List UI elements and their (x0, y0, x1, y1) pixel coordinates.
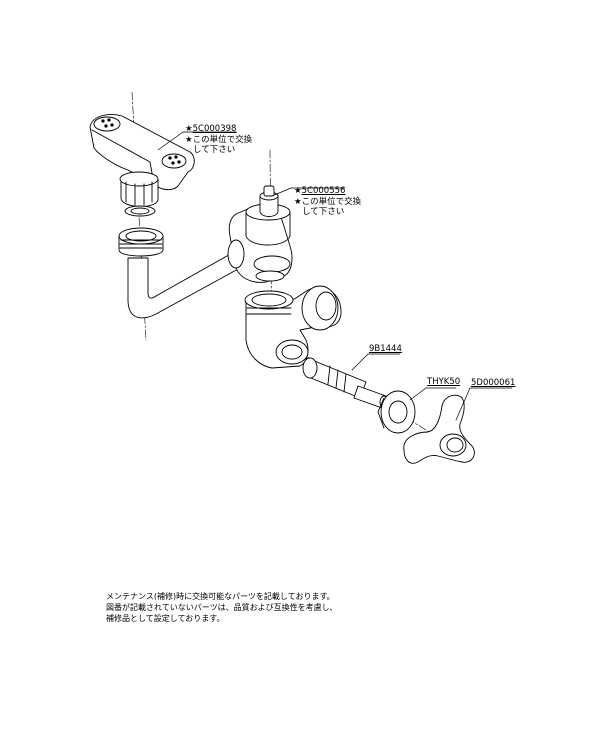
part-code: 5C000556 (301, 186, 346, 196)
note-line: 図番が記載されていないパーツは、品質および互換性を考慮し、 (106, 603, 338, 612)
part-label-5C000398: ★5C000398 (185, 124, 236, 134)
part-note-line1: ★この単位で交換 (185, 135, 253, 145)
part-note-line2: して下さい (302, 207, 345, 217)
note-line: 補修品として設定しております。 (106, 614, 225, 623)
pipe-thread (118, 227, 164, 257)
part-label-5D000061: 5D000061 (471, 378, 516, 388)
bent-pipe (127, 251, 241, 319)
note-line: メンテナンス(補修)時に交換可能なパーツを記載しております。 (106, 592, 335, 601)
maintenance-note: メンテナンス(補修)時に交換可能なパーツを記載しております。 図番が記載されてい… (106, 591, 338, 624)
valve-body-part (227, 185, 293, 283)
part-code: 5C000398 (192, 124, 237, 134)
wall-elbow-fitting (244, 285, 342, 369)
leader-lines (157, 131, 513, 421)
part-label-5C000556: ★5C000556 (294, 186, 345, 196)
spout-nut (119, 171, 159, 217)
part-note-line2: して下さい (193, 145, 236, 155)
part-label-9B1444: 9B1444 (369, 344, 402, 354)
cross-handle-part (403, 394, 475, 464)
part-label-THYK50: THYK50 (427, 377, 461, 387)
star-mark: ★ (185, 124, 193, 134)
part-note-line1: ★この単位で交換 (294, 197, 362, 207)
spout-head-part (89, 114, 195, 191)
cap-nut-part (377, 390, 416, 434)
spindle-cartridge-part (302, 357, 389, 409)
star-mark: ★ (294, 186, 302, 196)
